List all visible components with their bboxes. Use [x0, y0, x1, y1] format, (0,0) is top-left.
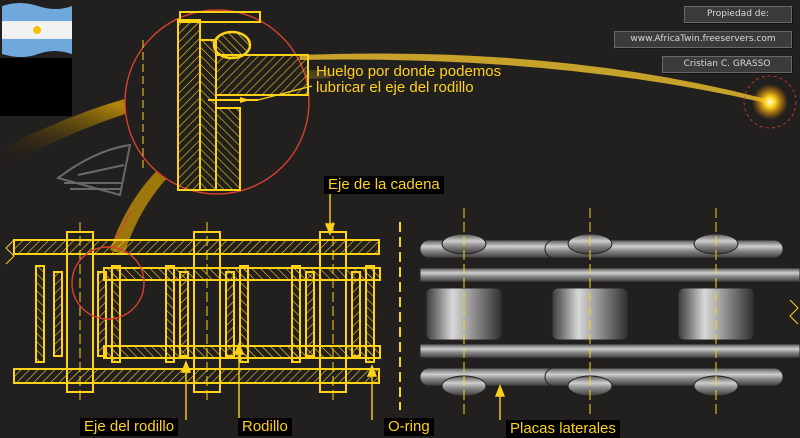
label-placas: Placas laterales	[506, 420, 620, 438]
light-trail	[300, 53, 770, 104]
argentina-flag-icon	[2, 3, 72, 57]
detail-marker-circle	[71, 246, 145, 320]
credit-website-link[interactable]: www.AfricaTwin.freeservers.com	[614, 31, 792, 48]
glowing-spark-icon	[752, 84, 788, 120]
label-oring: O-ring	[384, 418, 434, 436]
magnified-detail	[124, 9, 313, 195]
black-panel	[0, 58, 72, 116]
label-huelgo-line1: Huelgo por donde podemos	[316, 63, 502, 80]
leaders	[180, 194, 506, 420]
label-rodillo: Rodillo	[238, 418, 292, 436]
chain-exterior	[419, 208, 800, 418]
chain-section	[5, 222, 381, 402]
label-eje-rodillo: Eje del rodillo	[80, 418, 179, 436]
credit-author: Cristian C. GRASSO	[662, 56, 792, 73]
detail-leader	[114, 209, 133, 241]
label-eje-cadena: Eje de la cadena	[324, 176, 444, 194]
credit-owner: Propiedad de:	[684, 6, 792, 23]
label-huelgo-line2: lubricar el eje del rodillo	[316, 79, 474, 96]
honda-wing-logo-icon	[55, 143, 132, 197]
